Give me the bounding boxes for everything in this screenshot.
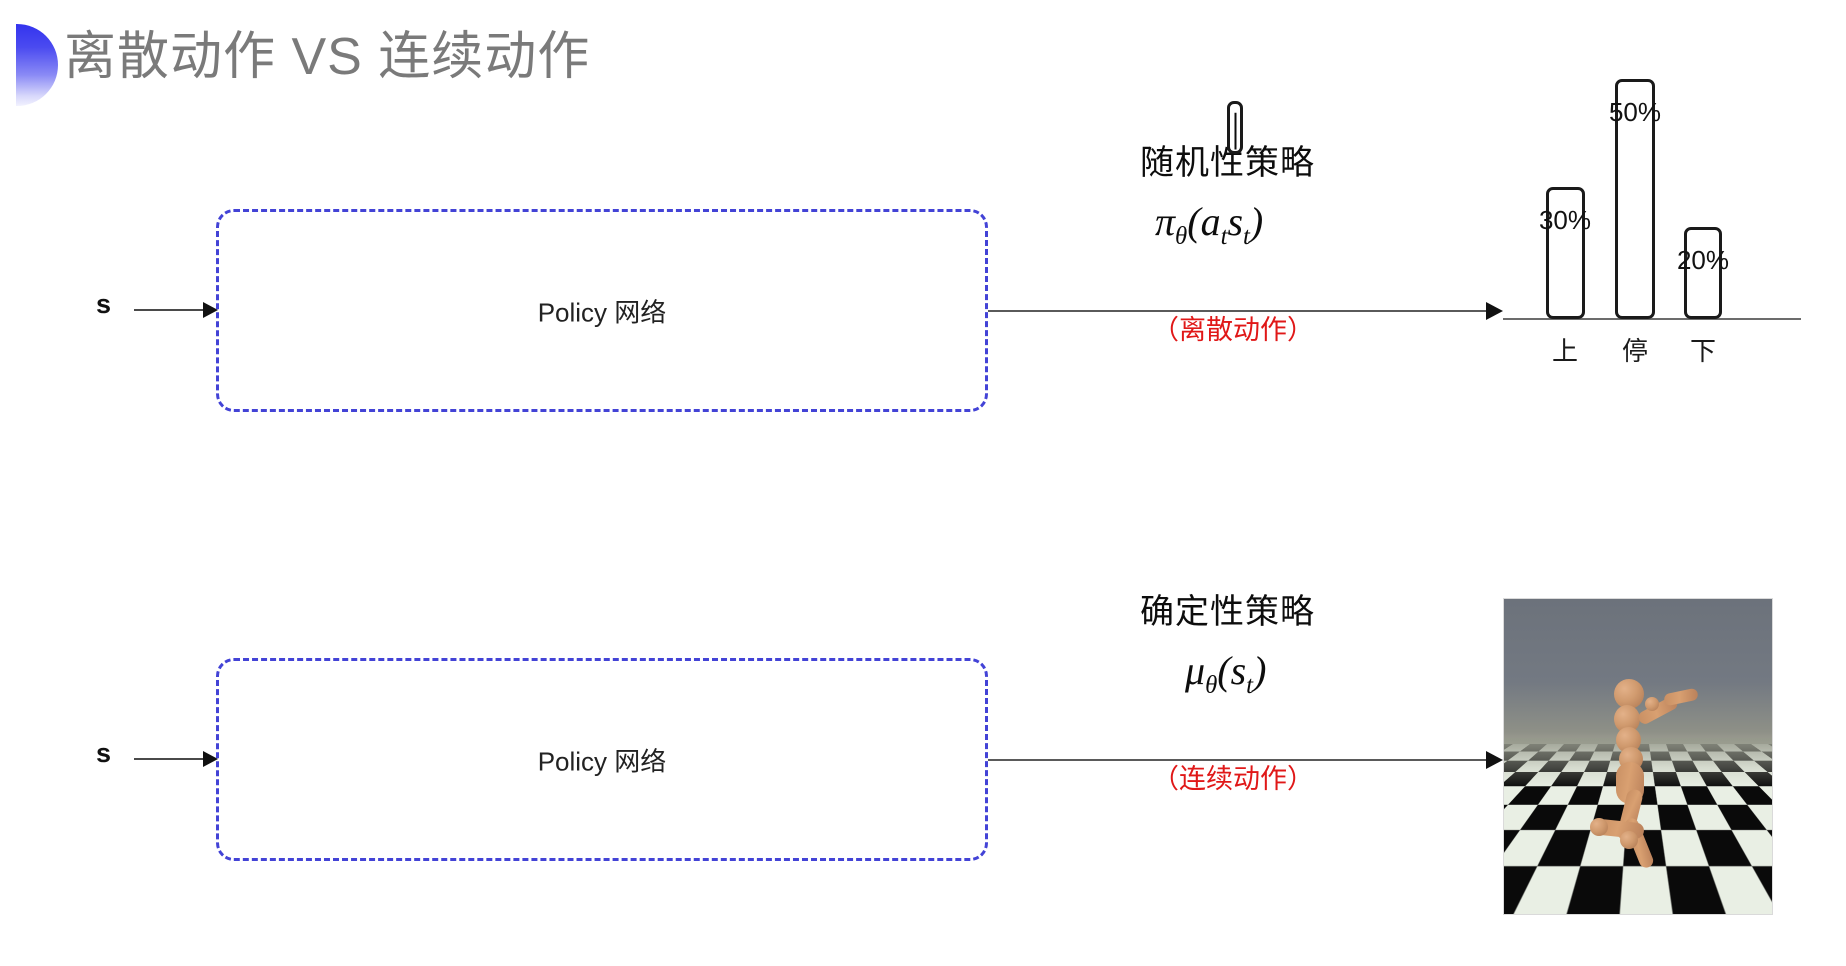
bar-down — [1684, 227, 1722, 319]
continuous-action-note: （连续动作） — [1152, 764, 1314, 794]
humanoid-hand — [1645, 697, 1659, 711]
formula-arg2: s — [1227, 199, 1244, 244]
bar-category-down: 下 — [1689, 336, 1717, 366]
formula-arg2-sub: t — [1243, 223, 1250, 250]
policy-formula-deterministic: μθ(st) — [1185, 647, 1266, 700]
formula-arg1: s — [1230, 648, 1247, 693]
action-probability-bar-chart: 30% 50% 20% 上 停 下 — [1503, 79, 1803, 416]
formula-arg1-sub: t — [1220, 223, 1228, 250]
formula-open-paren: ( — [1217, 648, 1231, 693]
policy-network-box-discrete[interactable]: Policy 网络 — [216, 209, 988, 412]
policy-kind-deterministic: 确定性策略 — [1140, 593, 1315, 631]
policy-formula-stochastic: πθ(at | st) — [1155, 101, 1264, 251]
bar-value-up: 30% — [1538, 205, 1592, 235]
humanoid-head — [1614, 679, 1644, 709]
policy-kind-stochastic: 随机性策略 — [1140, 144, 1315, 182]
formula-head-sub: θ — [1205, 672, 1218, 699]
bar-up — [1546, 187, 1585, 319]
input-arrow-discrete — [134, 302, 218, 318]
formula-head: π — [1155, 199, 1176, 244]
page-title: 离散动作 VS 连续动作 — [64, 28, 591, 86]
humanoid-foot — [1590, 818, 1608, 836]
formula-head-sub: θ — [1175, 223, 1188, 250]
bar-value-down: 20% — [1676, 245, 1730, 275]
policy-network-box-continuous[interactable]: Policy 网络 — [216, 658, 988, 861]
formula-arg1-sub: t — [1246, 672, 1254, 699]
formula-conditional-bar: | — [1227, 101, 1244, 154]
formula-close-paren: ) — [1249, 199, 1264, 244]
title-bullet-icon — [16, 24, 58, 106]
formula-arg1: a — [1200, 199, 1221, 244]
bar-category-stop: 停 — [1621, 336, 1649, 366]
bar-stop — [1615, 79, 1655, 319]
discrete-action-note: （离散动作） — [1152, 315, 1314, 345]
output-arrow-continuous — [988, 751, 1503, 769]
chart-baseline-axis — [1503, 318, 1801, 320]
policy-network-label-continuous: Policy 网络 — [537, 746, 667, 776]
state-label-discrete: s — [96, 289, 112, 319]
bar-category-up: 上 — [1551, 336, 1579, 366]
state-label-continuous: s — [96, 738, 112, 768]
sim-sky — [1504, 599, 1772, 751]
formula-head: μ — [1185, 648, 1206, 693]
bar-value-stop: 50% — [1608, 97, 1662, 127]
input-arrow-continuous — [134, 751, 218, 767]
formula-close-paren: ) — [1253, 648, 1267, 693]
output-arrow-discrete — [988, 302, 1503, 320]
formula-open-paren: ( — [1187, 199, 1201, 244]
policy-network-label-discrete: Policy 网络 — [537, 297, 667, 327]
humanoid-simulation-image — [1503, 598, 1773, 915]
humanoid-knee — [1620, 831, 1638, 849]
